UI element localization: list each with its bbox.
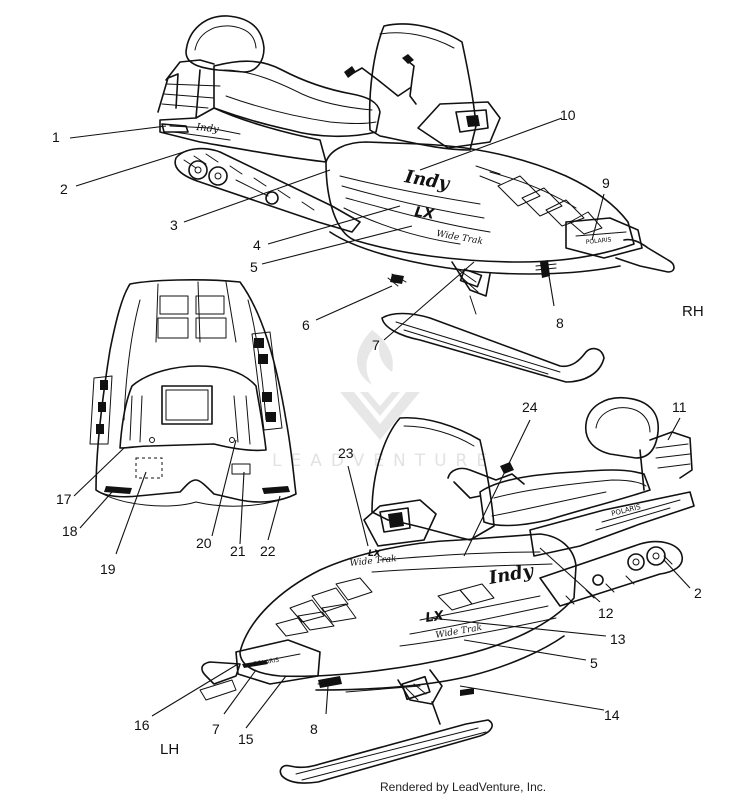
callout-12: 12 [598,605,614,621]
callout-22: 22 [260,543,276,559]
indy-decal: Indy [402,166,452,195]
polaris-decal-top: POLARIS [585,236,611,246]
callout-2: 2 [60,181,68,197]
rh-label: RH [682,303,704,320]
callout-10: 10 [560,107,576,123]
callout-2b: 2 [694,585,702,601]
callout-7b: 7 [212,721,220,737]
lx-decal-top: LX [413,204,436,223]
render-credit: Rendered by LeadVenture, Inc. [380,780,547,794]
callout-14: 14 [604,707,620,723]
leader-lines [69,117,691,729]
callout-21: 21 [230,543,246,559]
callout-3: 3 [170,217,178,233]
snowmobile-right-side: Indy Indy LX Wide [157,15,675,383]
callout-5b: 5 [590,655,598,671]
callout-4: 4 [253,237,261,253]
callout-7: 7 [372,337,380,353]
callout-19: 19 [100,561,116,577]
indy-decal-left: Indy [486,560,536,589]
callout-13: 13 [610,631,626,647]
callout-1: 1 [52,129,60,145]
lh-label: LH [160,741,179,758]
lx-decal-console: LX [368,549,382,559]
callout-15: 15 [238,731,254,747]
callout-8b: 8 [310,721,318,737]
callout-numbers: 1 2 3 4 5 6 7 8 9 10 11 2 12 13 5 14 8 1… [52,107,702,747]
watermark-logo [340,330,420,440]
svg-text:Indy: Indy [195,122,220,135]
hood-top-view [89,279,297,507]
callout-17: 17 [56,491,72,507]
callout-24: 24 [522,399,538,415]
callout-23: 23 [338,445,354,461]
callout-18: 18 [62,523,78,539]
widetrak-decal-nose: Wide Trak [349,554,397,569]
snowmobile-left-side: POLARIS LX Indy [199,397,695,784]
widetrak-decal-left: Wide Trak [435,623,483,641]
callout-20: 20 [196,535,212,551]
callout-11: 11 [672,399,687,415]
callout-9: 9 [602,175,610,191]
callout-8: 8 [556,315,564,331]
callout-6: 6 [302,317,310,333]
callout-5: 5 [250,259,258,275]
callout-16: 16 [134,717,150,733]
lx-decal-left: LX [424,608,445,626]
